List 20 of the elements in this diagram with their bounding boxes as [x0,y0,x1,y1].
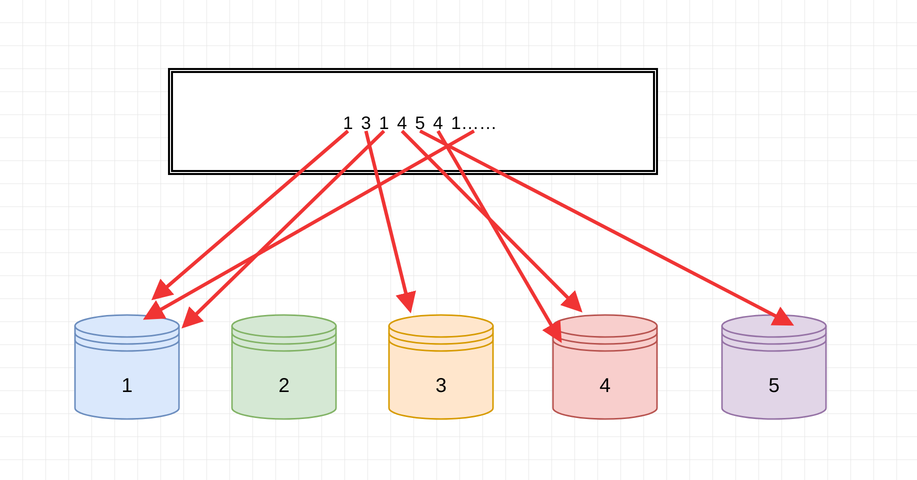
arrow [142,129,475,320]
cylinder-label: 1 [120,374,134,399]
sequence-number: 4 [396,113,407,133]
sequence-number: 1 [378,113,389,133]
sequence-number: 3 [360,113,371,133]
arrow [436,130,562,344]
arrow [364,130,416,314]
sequence-box [168,68,658,175]
sequence-number: 5 [415,113,426,133]
cylinder-label: 5 [767,374,781,399]
cylinder-label: 3 [434,374,448,399]
arrow [419,129,794,326]
cylinder-label: 4 [598,374,612,399]
arrow [400,130,582,312]
arrow [182,130,386,328]
sequence-number: 1…… [451,113,498,133]
sequence-number: 1 [342,113,353,133]
cylinder-label: 2 [277,374,291,399]
sequence-number: 4 [433,113,444,133]
arrow [151,130,350,300]
